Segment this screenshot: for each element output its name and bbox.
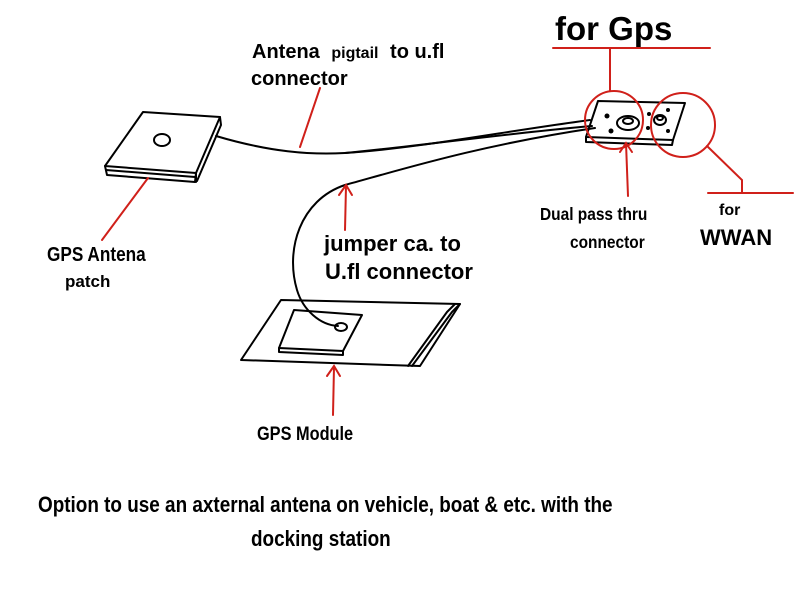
jumper-label-line2: U.fl connector — [325, 259, 473, 284]
pigtail-label-part1: Antena — [252, 41, 321, 63]
dual-connector-label-line2: connector — [570, 232, 645, 252]
pigtail-label-part2: pigtail — [331, 45, 378, 62]
jumper-label-line1: jumper ca. to — [323, 231, 461, 256]
gps-antenna-patch — [104, 111, 222, 183]
patch-label-line2: patch — [65, 272, 110, 291]
wwan-label: WWAN — [700, 225, 772, 250]
for-wwan-small-label: for — [719, 202, 740, 219]
gps-module-board — [240, 299, 461, 367]
patch-label-line1: GPS Antena — [47, 243, 146, 266]
caption-line1: Option to use an axternal antena on vehi… — [38, 493, 613, 518]
red-annotations — [101, 47, 794, 416]
dual-pass-thru-connector — [585, 100, 686, 146]
pigtail-label-line2: connector — [251, 68, 348, 90]
module-ufl-connector — [334, 322, 348, 332]
for-gps-label: for Gps — [555, 10, 672, 47]
caption-line2: docking station — [251, 527, 391, 552]
pigtail-label-part3: to u.fl — [390, 41, 444, 63]
pigtail-cable — [215, 119, 593, 155]
dual-connector-label-line1: Dual pass thru — [540, 204, 647, 224]
patch-connector-hole — [153, 133, 171, 147]
jumper-cable — [292, 127, 596, 327]
gps-module-label: GPS Module — [257, 423, 353, 444]
pigtail-label: Antena pigtail to u.fl — [252, 41, 444, 63]
